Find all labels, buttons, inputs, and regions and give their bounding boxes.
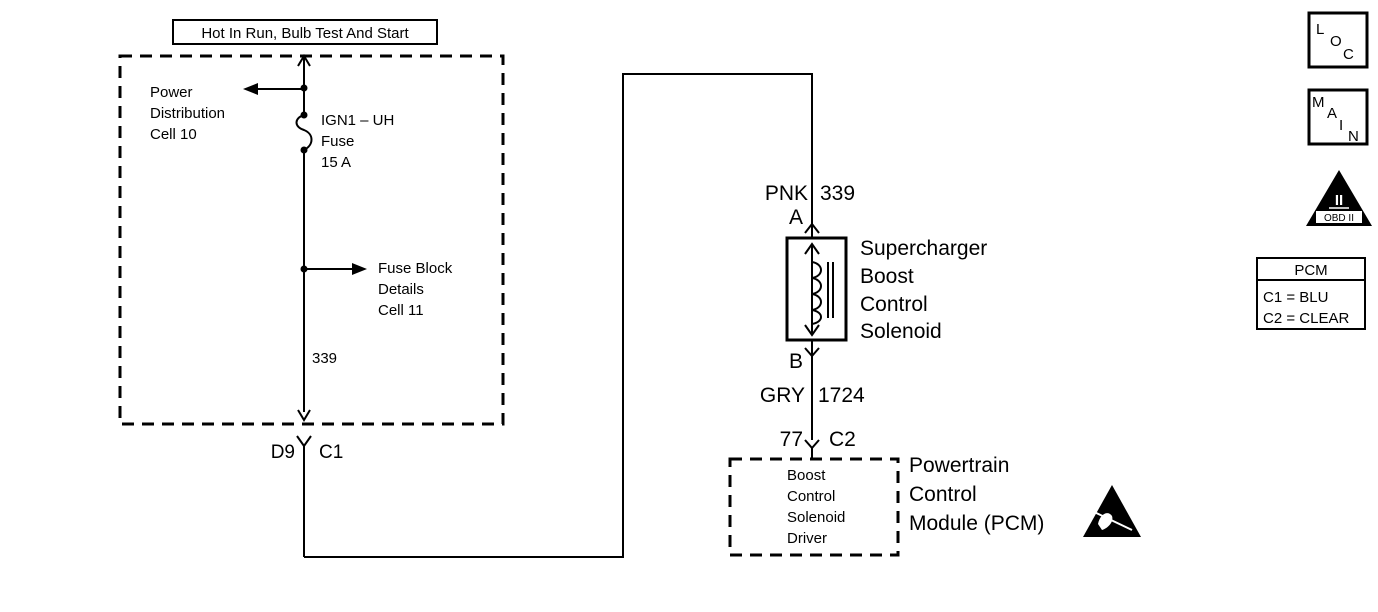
arrow-left-icon: [243, 83, 258, 95]
svg-text:II: II: [1335, 192, 1343, 209]
wire-color-bottom: GRY: [760, 384, 805, 407]
svg-text:M: M: [1312, 94, 1325, 111]
header-box: [172, 19, 438, 45]
svg-text:Supercharger: Supercharger: [860, 237, 987, 260]
legend-row: C1 = BLU: [1263, 289, 1328, 306]
circuit-number: 339: [312, 350, 337, 367]
svg-text:Powertrain: Powertrain: [909, 454, 1009, 477]
solenoid-name: Supercharger Boost Control Solenoid: [860, 237, 987, 343]
pin-b: B: [789, 350, 803, 373]
obd-ii-button[interactable]: II OBD II: [1306, 170, 1372, 226]
svg-text:Boost: Boost: [860, 265, 914, 288]
legend-row: C2 = CLEAR: [1263, 310, 1349, 327]
svg-text:L: L: [1316, 21, 1324, 38]
arrow-down-icon: [297, 409, 311, 422]
pin-a: A: [789, 206, 803, 229]
feed-arrow-up-icon: [297, 54, 311, 67]
coil-icon: [811, 261, 822, 325]
fuse-block-details-label: Fuse Block Details Cell 11: [378, 260, 453, 319]
svg-text:IGN1 – UH: IGN1 – UH: [321, 112, 394, 129]
svg-text:Details: Details: [378, 281, 424, 298]
power-distribution-label: Power Distribution Cell 10: [150, 84, 225, 143]
fuse-block-circuit: [243, 54, 367, 422]
svg-text:OBD II: OBD II: [1324, 213, 1354, 224]
svg-text:Module (PCM): Module (PCM): [909, 512, 1044, 535]
svg-text:Cell 11: Cell 11: [378, 302, 424, 319]
c1-pin: D9: [271, 442, 295, 463]
svg-text:Fuse Block: Fuse Block: [378, 260, 453, 277]
connector-icon: [296, 435, 312, 448]
svg-text:Control: Control: [787, 488, 835, 505]
circuit-339-route-wire: [304, 73, 813, 558]
svg-text:Control: Control: [909, 483, 977, 506]
legend-title: PCM: [1294, 262, 1327, 279]
header-title: Hot In Run, Bulb Test And Start: [201, 25, 409, 42]
pcm-pin: 77: [780, 428, 803, 451]
fuse-icon: [295, 114, 313, 151]
svg-text:O: O: [1330, 33, 1342, 50]
connector-icon: [804, 439, 820, 450]
supercharger-solenoid: [785, 236, 848, 342]
svg-text:Control: Control: [860, 293, 928, 316]
svg-text:Solenoid: Solenoid: [787, 509, 845, 526]
svg-text:C: C: [1343, 46, 1354, 63]
arrow-right-icon: [352, 263, 367, 275]
pcm-connector: C2: [829, 428, 856, 451]
pcm-outline: [728, 457, 900, 557]
wire-circuit-bottom: 1724: [818, 384, 865, 407]
fuse-label: IGN1 – UH Fuse 15 A: [321, 112, 394, 171]
svg-text:Cell 10: Cell 10: [150, 126, 197, 143]
svg-text:A: A: [1327, 105, 1337, 122]
solenoid-box: [785, 236, 848, 342]
svg-text:N: N: [1348, 128, 1359, 145]
arrow-up-icon: [804, 242, 820, 255]
esd-sensitive-icon: [1083, 485, 1141, 537]
svg-text:Solenoid: Solenoid: [860, 320, 942, 343]
wire-circuit-top: 339: [820, 182, 855, 205]
pcm-driver-label: Boost Control Solenoid Driver: [787, 467, 845, 547]
svg-text:15 A: 15 A: [321, 154, 351, 171]
svg-text:Fuse: Fuse: [321, 133, 354, 150]
c1-name: C1: [319, 442, 343, 463]
connector-c1: D9 C1: [271, 435, 343, 557]
loc-button[interactable]: L O C: [1307, 11, 1369, 69]
svg-text:I: I: [1339, 117, 1343, 134]
svg-text:Distribution: Distribution: [150, 105, 225, 122]
main-button[interactable]: M A I N: [1307, 88, 1369, 146]
fuse-block-outline: [118, 54, 505, 426]
header: Hot In Run, Bulb Test And Start: [172, 19, 438, 45]
pcm-name: Powertrain Control Module (PCM): [909, 454, 1044, 535]
svg-text:Power: Power: [150, 84, 193, 101]
pcm-connector-legend: PCM C1 = BLU C2 = CLEAR: [1256, 257, 1366, 330]
svg-text:Driver: Driver: [787, 530, 827, 547]
svg-text:Boost: Boost: [787, 467, 826, 484]
wire-color-top: PNK: [765, 182, 808, 205]
arrow-down-icon: [804, 324, 820, 337]
